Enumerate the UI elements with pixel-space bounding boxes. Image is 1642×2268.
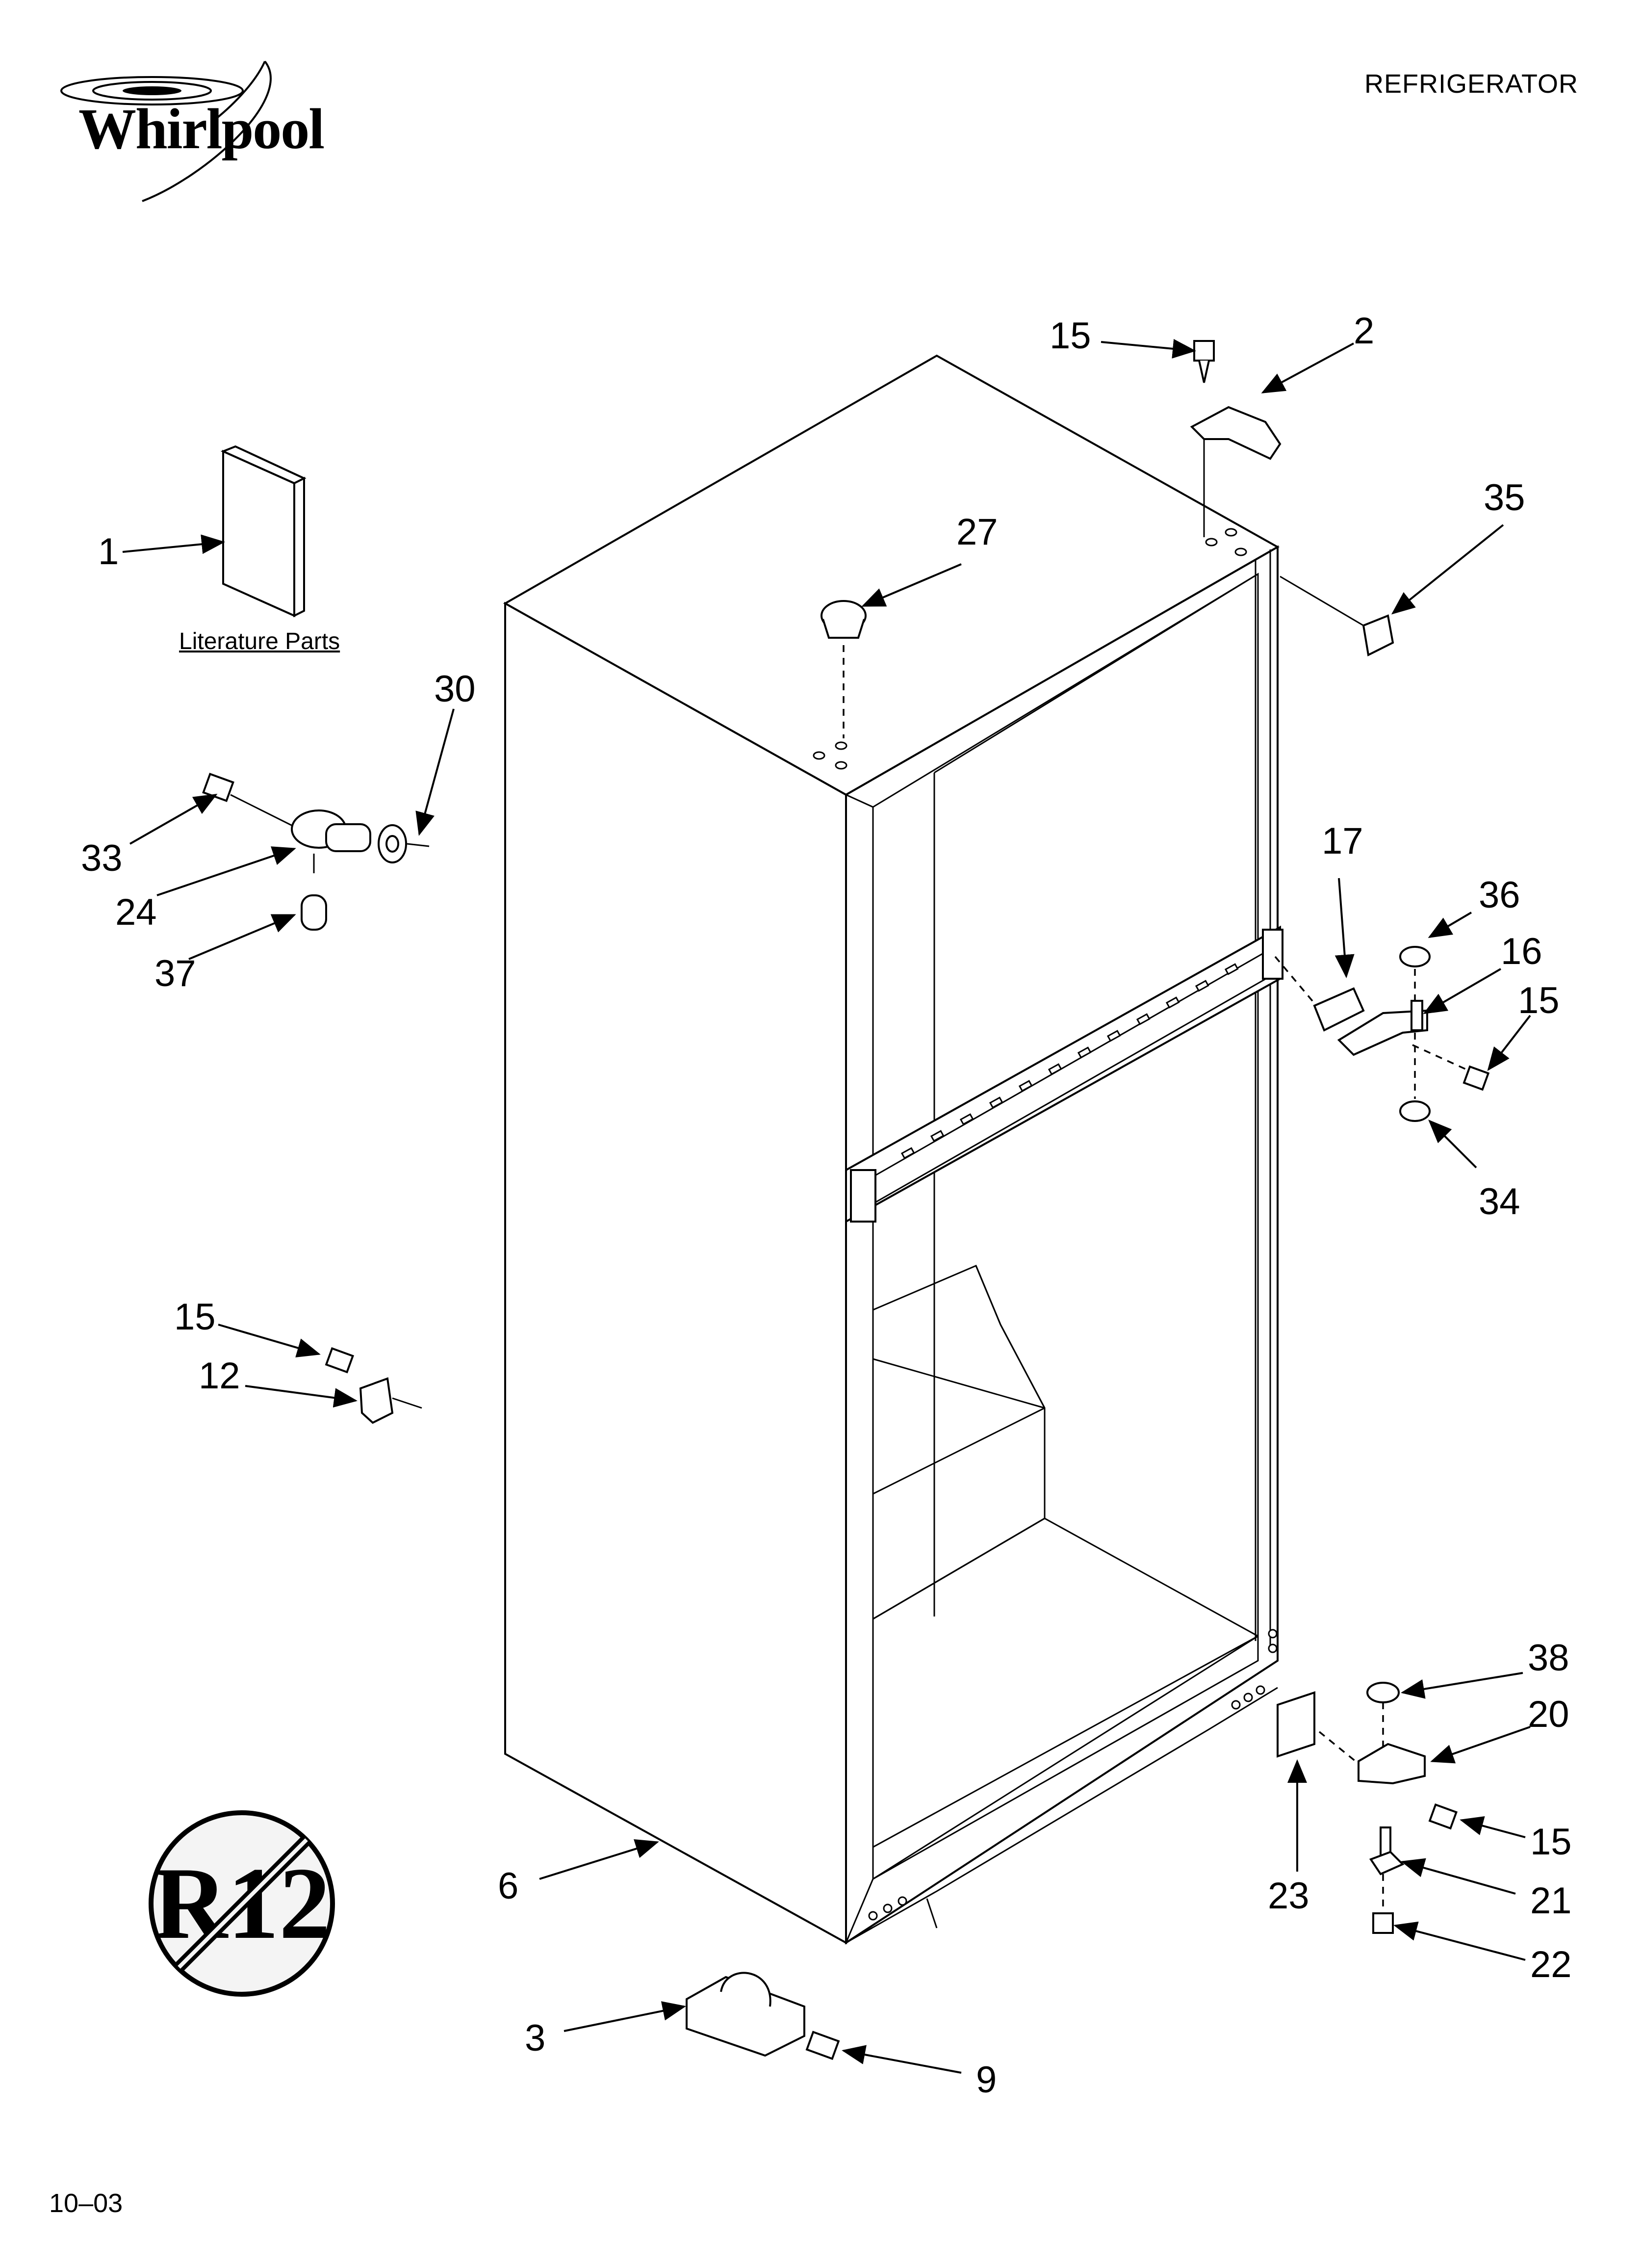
callout-38: 38 [1528, 1637, 1569, 1679]
cabinet-assembly [503, 354, 1283, 1945]
callout-15-left: 15 [174, 1296, 216, 1338]
whirlpool-logo: Whirlpool [78, 97, 325, 161]
callout-15-bottom: 15 [1530, 1821, 1572, 1863]
callout-20: 20 [1528, 1694, 1569, 1735]
hinge-pin-assembly-icon [202, 773, 430, 931]
callout-15-top: 15 [1050, 315, 1091, 357]
callout-6: 6 [498, 1865, 518, 1907]
leveling-leg-icon [686, 1972, 840, 2060]
no-r12-seal-icon: R12 [149, 1810, 335, 1997]
center-hinge-assembly-icon [1274, 946, 1490, 1122]
callout-labels: 1 27 15 2 35 30 33 24 37 17 36 16 15 34 … [81, 310, 1572, 2101]
callout-35: 35 [1484, 477, 1525, 519]
callout-23: 23 [1268, 1875, 1309, 1917]
document-title: REFRIGERATOR [1364, 69, 1578, 99]
callout-leaders [122, 339, 1531, 2074]
callout-12: 12 [199, 1355, 240, 1397]
callout-27: 27 [956, 511, 998, 553]
literature-parts-label: Literature Parts [179, 628, 340, 654]
door-closer-icon [325, 1347, 422, 1424]
callout-16: 16 [1501, 931, 1542, 972]
whirlpool-swirl-icon [60, 60, 272, 202]
callout-9: 9 [976, 2059, 997, 2101]
document-code: 10–03 [49, 2189, 123, 2218]
callout-2: 2 [1354, 310, 1374, 352]
callout-33: 33 [81, 837, 123, 879]
callout-1: 1 [98, 531, 119, 573]
plug-button-icon [821, 600, 867, 738]
callout-21: 21 [1530, 1880, 1572, 1922]
door-stop-icon [1280, 575, 1394, 656]
callout-37: 37 [154, 953, 196, 994]
callout-36: 36 [1479, 874, 1520, 916]
bottom-hinge-assembly-icon [1277, 1682, 1458, 1934]
callout-15-hinge: 15 [1518, 980, 1560, 1021]
callout-24: 24 [115, 891, 157, 933]
literature-booklet-icon [220, 445, 307, 618]
top-hinge-icon [1190, 340, 1282, 537]
callout-3: 3 [525, 2017, 545, 2059]
callout-34: 34 [1479, 1181, 1520, 1223]
callout-17: 17 [1322, 820, 1363, 862]
callout-22: 22 [1530, 1944, 1572, 1985]
callout-30: 30 [434, 668, 476, 710]
